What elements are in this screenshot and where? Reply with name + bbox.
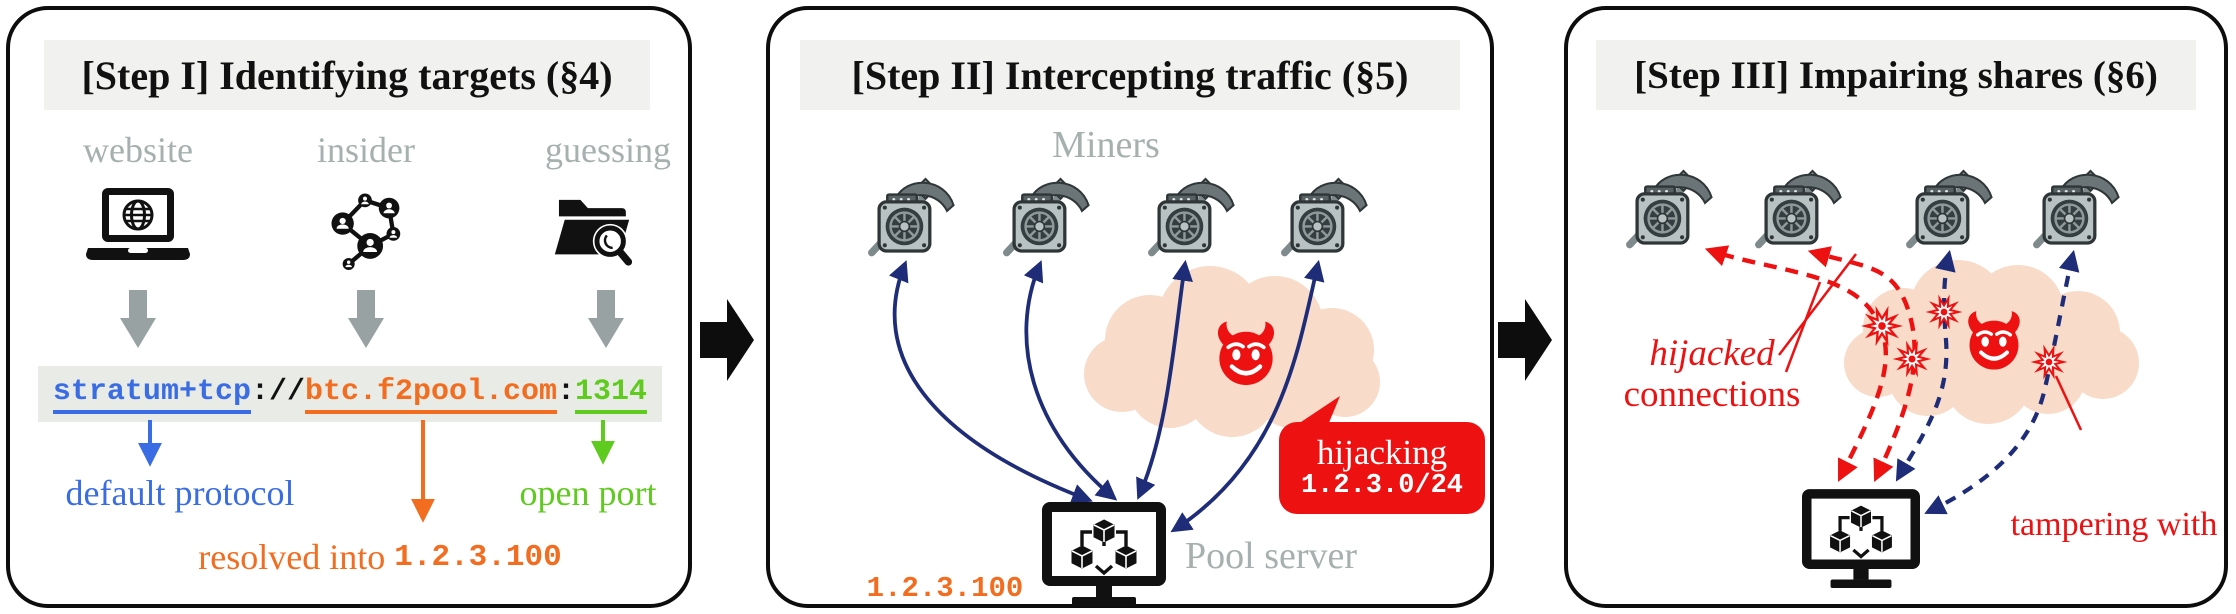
open-port-label: open port [519,473,657,513]
source-label-website: website [83,130,193,170]
url-colon: : [557,374,576,409]
tampering-label: tampering with a single packet [1994,434,2234,614]
next-step-arrow-icon [1498,299,1552,381]
next-step-arrow-icon [700,299,754,381]
resolved-into-text: resolved into [198,537,395,577]
packet-tamper-burst-icon [1923,291,1965,333]
hijacked-line1: hijacked [1649,333,1775,374]
pool-server-ip: 1.2.3.100 [866,571,1024,605]
url-protocol: stratum+tcp [52,375,251,414]
miner-icon [1146,172,1236,258]
step2-title: [Step II] Intercepting traffic (§5) [800,40,1460,110]
hijacked-connections-label: hijacked connections [1604,333,1820,415]
down-arrow-website-icon [120,290,156,348]
url-separator: :// [250,374,305,409]
pool-server-icon [1802,489,1920,590]
hijacking-bubble-line2: 1.2.3.0/24 [1300,471,1464,502]
url-host: btc.f2pool.com [304,375,558,414]
tampering-line1: tampering with [2010,506,2218,544]
hijacked-line2: connections [1623,373,1801,415]
miner-icon [1753,164,1843,250]
packet-tamper-burst-icon [2028,341,2070,383]
people-network-icon [322,184,408,270]
attacker-devil-icon [1209,317,1283,391]
miner-icon [866,172,956,258]
step1-title: [Step I] Identifying targets (§4) [44,40,650,110]
panel-step3: [Step III] Impairing shares (§6) [1564,6,2228,608]
source-label-guessing: guessing [545,130,671,170]
miner-icon [1904,164,1994,250]
stratum-url: stratum+tcp://btc.f2pool.com:1314 [38,366,662,422]
hijacking-bubble-line1: hijacking [1316,433,1448,473]
miner-icon [1279,172,1369,258]
step3-title: [Step III] Impairing shares (§6) [1596,40,2196,110]
down-arrow-insider-icon [348,290,384,348]
panel-step1: [Step I] Identifying targets (§4) websit… [6,6,692,608]
miner-icon [2031,164,2121,250]
hijacking-bubble: hijacking 1.2.3.0/24 [1279,422,1485,514]
laptop-globe-icon [86,188,190,264]
down-arrow-guessing-icon [588,290,624,348]
source-label-insider: insider [317,130,415,170]
packet-tamper-burst-icon [1890,337,1934,381]
default-protocol-label: default protocol [65,473,295,513]
miner-icon [1001,172,1091,258]
pool-server-label: Pool server [1185,535,1358,577]
attacker-devil-icon [1960,307,2028,375]
resolved-into-label: resolved into 1.2.3.100 [120,534,640,580]
panel-step2: [Step II] Intercepting traffic (§5) Mine… [766,6,1494,608]
miner-icon [1624,164,1714,250]
resolved-ip: 1.2.3.100 [394,539,562,575]
pool-server-icon [1042,502,1166,608]
folder-search-icon [552,190,632,266]
url-port: 1314 [575,375,648,414]
miners-label: Miners [1052,124,1160,166]
